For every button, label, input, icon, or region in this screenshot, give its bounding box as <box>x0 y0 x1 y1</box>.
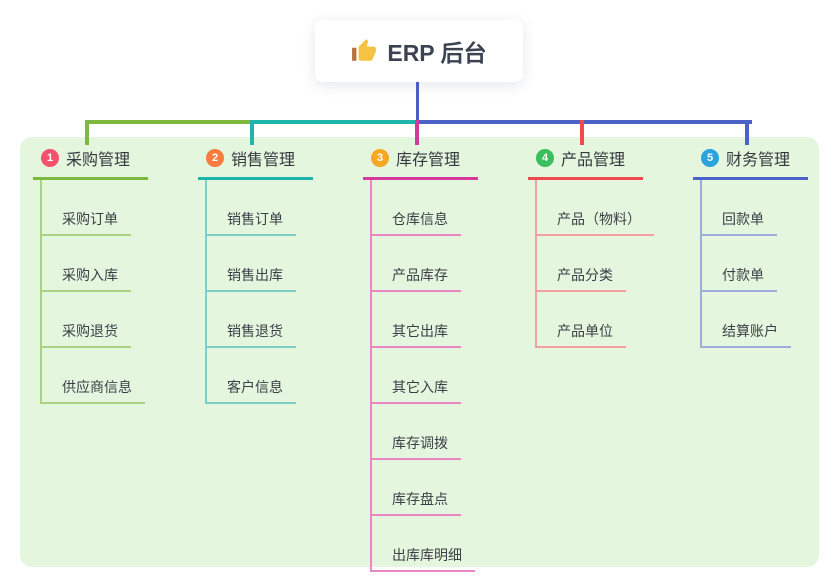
child-node[interactable]: 其它出库 <box>372 292 461 348</box>
branch-node[interactable]: 2 销售管理 <box>198 146 313 180</box>
thumbs-up-icon <box>351 38 377 64</box>
child-node-label: 销售退货 <box>227 323 283 339</box>
child-node[interactable]: 结算账户 <box>702 292 791 348</box>
branch-children: 产品（物料） 产品分类 产品单位 <box>535 180 654 348</box>
connector-branch-drop <box>415 120 419 145</box>
child-node-label: 产品分类 <box>557 267 613 283</box>
connector-bus-middle <box>253 120 418 124</box>
child-node[interactable]: 销售退货 <box>207 292 296 348</box>
branch-number-badge: 2 <box>206 149 224 167</box>
child-node[interactable]: 采购入库 <box>42 236 131 292</box>
branch-finance: 5 财务管理 回款单 付款单 结算账户 <box>693 120 808 348</box>
branch-number-badge: 5 <box>701 149 719 167</box>
branch-node-label: 财务管理 <box>726 152 791 169</box>
connector-branch-drop <box>745 120 749 145</box>
mindmap-panel <box>20 137 819 567</box>
branch-node-label: 销售管理 <box>231 152 296 169</box>
connector-bus-left <box>85 120 254 124</box>
child-node[interactable]: 产品（物料） <box>537 180 654 236</box>
child-node[interactable]: 出库库明细 <box>372 516 475 572</box>
branch-purchase: 1 采购管理 采购订单 采购入库 采购退货 供应商信息 <box>33 120 148 404</box>
child-node[interactable]: 付款单 <box>702 236 777 292</box>
root-node-label: ERP 后台 <box>387 40 487 66</box>
child-node-label: 供应商信息 <box>62 379 132 395</box>
connector-branch-drop <box>250 120 254 145</box>
child-node[interactable]: 产品单位 <box>537 292 626 348</box>
child-node[interactable]: 产品分类 <box>537 236 626 292</box>
child-node-label: 产品（物料） <box>557 211 641 227</box>
child-node-label: 库存盘点 <box>392 491 448 507</box>
branch-children: 采购订单 采购入库 采购退货 供应商信息 <box>40 180 145 404</box>
child-node[interactable]: 其它入库 <box>372 348 461 404</box>
root-node[interactable]: ERP 后台 <box>315 20 523 82</box>
child-node-label: 销售订单 <box>227 211 283 227</box>
child-node-label: 仓库信息 <box>392 211 448 227</box>
child-node-label: 出库库明细 <box>392 547 462 563</box>
branch-node-label: 采购管理 <box>66 152 131 169</box>
connector-branch-drop <box>85 120 89 145</box>
branch-inventory: 3 库存管理 仓库信息 产品库存 其它出库 其它入库 库存调拨 库存盘点 出库库… <box>363 120 478 572</box>
branch-node[interactable]: 3 库存管理 <box>363 146 478 180</box>
branch-children: 仓库信息 产品库存 其它出库 其它入库 库存调拨 库存盘点 出库库明细 <box>370 180 475 572</box>
child-node-label: 销售出库 <box>227 267 283 283</box>
child-node[interactable]: 回款单 <box>702 180 777 236</box>
child-node-label: 产品单位 <box>557 323 613 339</box>
child-node[interactable]: 产品库存 <box>372 236 461 292</box>
branch-number-badge: 3 <box>371 149 389 167</box>
child-node-label: 库存调拨 <box>392 435 448 451</box>
branch-children: 销售订单 销售出库 销售退货 客户信息 <box>205 180 296 404</box>
branch-node-label: 产品管理 <box>561 152 626 169</box>
child-node-label: 采购入库 <box>62 267 118 283</box>
child-node-label: 回款单 <box>722 211 764 227</box>
child-node[interactable]: 仓库信息 <box>372 180 461 236</box>
child-node-label: 采购退货 <box>62 323 118 339</box>
child-node-label: 付款单 <box>722 267 764 283</box>
child-node-label: 采购订单 <box>62 211 118 227</box>
child-node-label: 其它出库 <box>392 323 448 339</box>
branch-node[interactable]: 5 财务管理 <box>693 146 808 180</box>
child-node-label: 产品库存 <box>392 267 448 283</box>
branch-node[interactable]: 1 采购管理 <box>33 146 148 180</box>
child-node-label: 客户信息 <box>227 379 283 395</box>
child-node[interactable]: 库存调拨 <box>372 404 461 460</box>
child-node[interactable]: 采购退货 <box>42 292 131 348</box>
child-node-label: 其它入库 <box>392 379 448 395</box>
connector-branch-drop <box>580 120 584 145</box>
child-node[interactable]: 采购订单 <box>42 180 131 236</box>
branch-number-badge: 4 <box>536 149 554 167</box>
branch-node[interactable]: 4 产品管理 <box>528 146 643 180</box>
branch-number-badge: 1 <box>41 149 59 167</box>
child-node[interactable]: 销售订单 <box>207 180 296 236</box>
branch-sales: 2 销售管理 销售订单 销售出库 销售退货 客户信息 <box>198 120 313 404</box>
child-node-label: 结算账户 <box>722 323 778 339</box>
branch-children: 回款单 付款单 结算账户 <box>700 180 791 348</box>
child-node[interactable]: 供应商信息 <box>42 348 145 404</box>
child-node[interactable]: 客户信息 <box>207 348 296 404</box>
branch-product: 4 产品管理 产品（物料） 产品分类 产品单位 <box>528 120 654 348</box>
connector-root-line <box>415 81 419 121</box>
child-node[interactable]: 库存盘点 <box>372 460 461 516</box>
child-node[interactable]: 销售出库 <box>207 236 296 292</box>
branch-node-label: 库存管理 <box>396 152 461 169</box>
